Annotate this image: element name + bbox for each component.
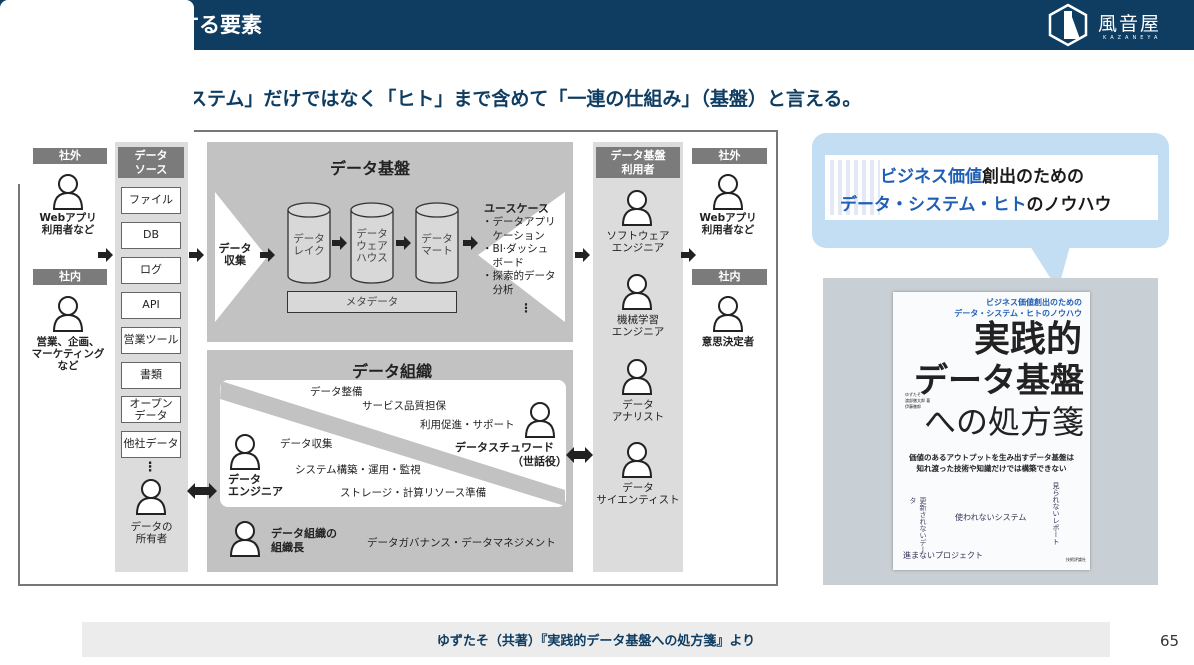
- arrow-right-icon: [681, 248, 696, 262]
- data-engineer-icon: [229, 434, 261, 470]
- arrow-right-icon: [98, 248, 113, 262]
- data-org-title: データ組織: [352, 362, 433, 381]
- task-text: データ整備: [310, 386, 363, 398]
- pixel-decoration: [830, 160, 880, 215]
- book-authors: ゆずたそ渡部徹太郎 著伊藤徹郎: [905, 392, 931, 409]
- book-word: 見られないレポート: [1052, 482, 1060, 545]
- usecase-ellipsis: ⋮: [520, 301, 532, 315]
- task-text: ストレージ・計算リソース準備: [340, 487, 487, 499]
- double-arrow-icon: [566, 447, 593, 463]
- user-role-icon: [621, 274, 653, 310]
- database-cylinder-icon: [415, 202, 459, 284]
- internal-users-text: 営業、企画、マーケティングなど: [31, 336, 105, 372]
- user-role-text: データアナリスト: [611, 399, 665, 423]
- storage-box: [0, 0, 194, 138]
- book-cover: ビジネス価値創出のための データ・システム・ヒトのノウハウ 実践的 データ基盤 …: [893, 292, 1090, 570]
- task-text: データ収集: [280, 438, 333, 450]
- database-cylinder-icon: [350, 202, 394, 284]
- storage-label: データレイク: [293, 233, 325, 257]
- decision-maker-text: 意思決定者: [701, 336, 755, 348]
- footer-bar: [82, 622, 1110, 657]
- data-source-header: データソース: [118, 147, 184, 178]
- logo-subtext: KAZANEYA: [1103, 35, 1162, 41]
- user-role-icon: [621, 190, 653, 226]
- label-external: 社外: [33, 148, 107, 164]
- data-collection-text: データ収集: [218, 242, 252, 267]
- external-users-text: Webアプリ利用者など: [39, 212, 97, 236]
- slide-subtitle: 「データ」や「システム」だけではなく「ヒト」まで含めて「一連の仕組み」（基盤）と…: [36, 88, 862, 110]
- bubble-inner: [825, 155, 1158, 220]
- source-citation: ゆずたそ（共著）『実践的データ基盤への処方箋』より: [436, 634, 756, 649]
- arrow-right-icon: [260, 248, 275, 262]
- person-icon: [712, 174, 744, 210]
- logo-text: 風音屋: [1098, 13, 1162, 35]
- data-source-item: ログ: [121, 257, 181, 284]
- book-title3: への処方箋: [923, 403, 1084, 441]
- external-users-text: Webアプリ利用者など: [699, 212, 757, 236]
- data-steward-subtitle: （世話役）: [512, 455, 567, 468]
- user-role-text: 機械学習エンジニア: [611, 314, 665, 338]
- data-owner-text: データの所有者: [130, 521, 173, 545]
- storage-label: データウェアハウス: [356, 228, 388, 264]
- task-text: サービス品質担保: [362, 400, 446, 412]
- data-source-item: オープンデータ: [121, 396, 181, 423]
- arrow-right-icon: [463, 236, 478, 250]
- arrow-right-icon: [332, 236, 347, 250]
- label-internal: 社内: [33, 269, 107, 285]
- user-role-icon: [621, 442, 653, 478]
- arrow-right-icon: [189, 248, 204, 262]
- person-icon: [712, 296, 744, 332]
- user-role-text: データサイエンティスト: [596, 482, 680, 506]
- org-leader-label: データ組織の組織長: [271, 527, 337, 554]
- header-bar: [0, 0, 1194, 50]
- storage-label: データマート: [421, 233, 453, 257]
- user-role-text: ソフトウェアエンジニア: [606, 230, 670, 254]
- data-steward-icon: [524, 402, 556, 438]
- metadata-bar: メタデータ: [287, 291, 457, 313]
- book-word: 使われないシステム: [955, 513, 1027, 522]
- database-cylinder-icon: [287, 202, 331, 284]
- callout-line2: データ・システム・ヒトのノウハウ: [840, 195, 1112, 215]
- book-publisher: 技術評論社: [1066, 557, 1086, 562]
- leader-task-text: データガバナンス・データマネジメント: [367, 537, 556, 549]
- data-source-item: 他社データ: [121, 431, 181, 458]
- book-title2: データ基盤: [914, 361, 1084, 401]
- book-word: 更新されないデータ: [909, 497, 927, 553]
- double-arrow-icon: [187, 483, 217, 499]
- role-split-area: [220, 380, 566, 507]
- kazaneya-logo-icon: [1048, 3, 1088, 47]
- usecase-title: ユースケース: [484, 202, 549, 215]
- data-engineer-label: データエンジニア: [228, 473, 283, 498]
- data-source-item: 営業ツール: [121, 327, 181, 354]
- person-icon: [52, 296, 84, 332]
- task-text: システム構築・運用・監視: [295, 464, 421, 476]
- usecase-triangle: [478, 192, 565, 322]
- book-tagline1: ビジネス価値創出のための: [986, 298, 1082, 307]
- book-word: 進まないプロジェクト: [903, 551, 983, 560]
- data-steward-label: データスチュワード: [455, 441, 554, 454]
- book-description: 価値のあるアウトプットを生み出すデータ基盤は知れ渡った技術や知識だけでは構築でき…: [909, 453, 1074, 473]
- arrow-right-icon: [396, 236, 411, 250]
- data-source-item: 書類: [121, 362, 181, 389]
- ellipsis: ⋮: [143, 460, 157, 475]
- collect-triangle: [215, 192, 267, 322]
- user-role-icon: [621, 359, 653, 395]
- arrow-right-icon: [575, 248, 590, 262]
- callout-line1: ビジネス価値創出のための: [880, 167, 1084, 187]
- data-source-item: DB: [121, 222, 181, 249]
- page-number: 65: [1160, 632, 1180, 650]
- task-text: 利用促進・サポート: [420, 419, 515, 431]
- label-internal: 社内: [692, 269, 767, 285]
- org-leader-icon: [229, 521, 261, 557]
- person-icon: [52, 174, 84, 210]
- users-header: データ基盤利用者: [596, 147, 680, 178]
- data-source-item: ファイル: [121, 187, 181, 214]
- data-owner-icon: [135, 479, 167, 515]
- book-title1: 実践的: [973, 319, 1082, 360]
- data-source-item: API: [121, 292, 181, 319]
- usecase-list: ・データアプリ ケーション・BI·ダッシュ ボード・探索的データ 分析: [482, 216, 556, 296]
- book-tagline2: データ・システム・ヒトのノウハウ: [954, 309, 1082, 318]
- label-external: 社外: [692, 148, 767, 164]
- data-platform-title: データ基盤: [330, 159, 411, 178]
